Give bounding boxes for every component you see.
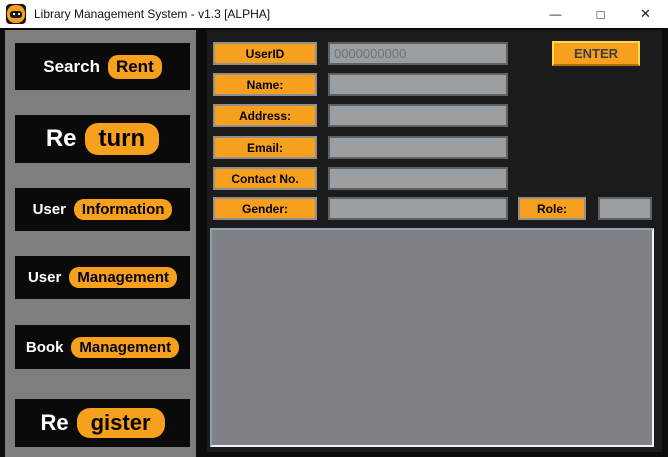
- window-title: Library Management System - v1.3 [ALPHA]: [34, 7, 271, 21]
- button-label: User: [32, 201, 66, 218]
- close-icon[interactable]: ✕: [640, 6, 651, 21]
- sidebar-button-return[interactable]: Re turn: [15, 115, 190, 163]
- gender-input[interactable]: [328, 197, 508, 220]
- button-label: Re: [45, 125, 77, 152]
- button-label-chip: gister: [76, 408, 165, 438]
- form-panel: UserID ENTER Name: Address: Email: Conta…: [207, 30, 662, 452]
- sidebar-button-user-information[interactable]: User Information: [15, 188, 190, 231]
- button-label: Search: [43, 56, 100, 76]
- name-input[interactable]: [328, 73, 508, 96]
- address-input[interactable]: [328, 104, 508, 127]
- app-robot-icon: [6, 4, 26, 24]
- button-label: Re: [40, 410, 69, 435]
- role-label: Role:: [518, 197, 586, 220]
- name-label: Name:: [213, 73, 317, 96]
- minimize-icon[interactable]: —: [549, 7, 562, 21]
- sidebar-button-register[interactable]: Re gister: [15, 399, 190, 447]
- sidebar-button-book-management[interactable]: Book Management: [15, 325, 190, 369]
- button-label-chip: Rent: [107, 54, 162, 79]
- sidebar: Search Rent Re turn User Information Use…: [5, 30, 196, 457]
- titlebar: Library Management System - v1.3 [ALPHA]…: [0, 0, 668, 30]
- userid-label: UserID: [213, 42, 317, 65]
- contact-no-input[interactable]: [328, 167, 508, 190]
- button-label-chip: Management: [71, 336, 180, 358]
- window-controls: — □ ✕: [533, 0, 668, 28]
- userid-input[interactable]: [328, 42, 508, 65]
- email-input[interactable]: [328, 136, 508, 159]
- sidebar-button-user-management[interactable]: User Management: [15, 256, 190, 299]
- contact-no-label: Contact No.: [213, 167, 317, 190]
- records-grid-panel[interactable]: [210, 228, 654, 447]
- address-label: Address:: [213, 104, 317, 127]
- button-label: User: [27, 269, 62, 286]
- email-label: Email:: [213, 136, 317, 159]
- button-label-chip: Information: [73, 199, 173, 220]
- role-input[interactable]: [598, 197, 652, 220]
- gender-label: Gender:: [213, 197, 317, 220]
- enter-button[interactable]: ENTER: [552, 41, 640, 66]
- sidebar-button-search-rent[interactable]: Search Rent: [15, 43, 190, 90]
- button-label: Book: [25, 338, 64, 356]
- button-label-chip: Management: [69, 267, 178, 288]
- maximize-icon[interactable]: □: [596, 6, 605, 22]
- button-label-chip: turn: [84, 123, 160, 155]
